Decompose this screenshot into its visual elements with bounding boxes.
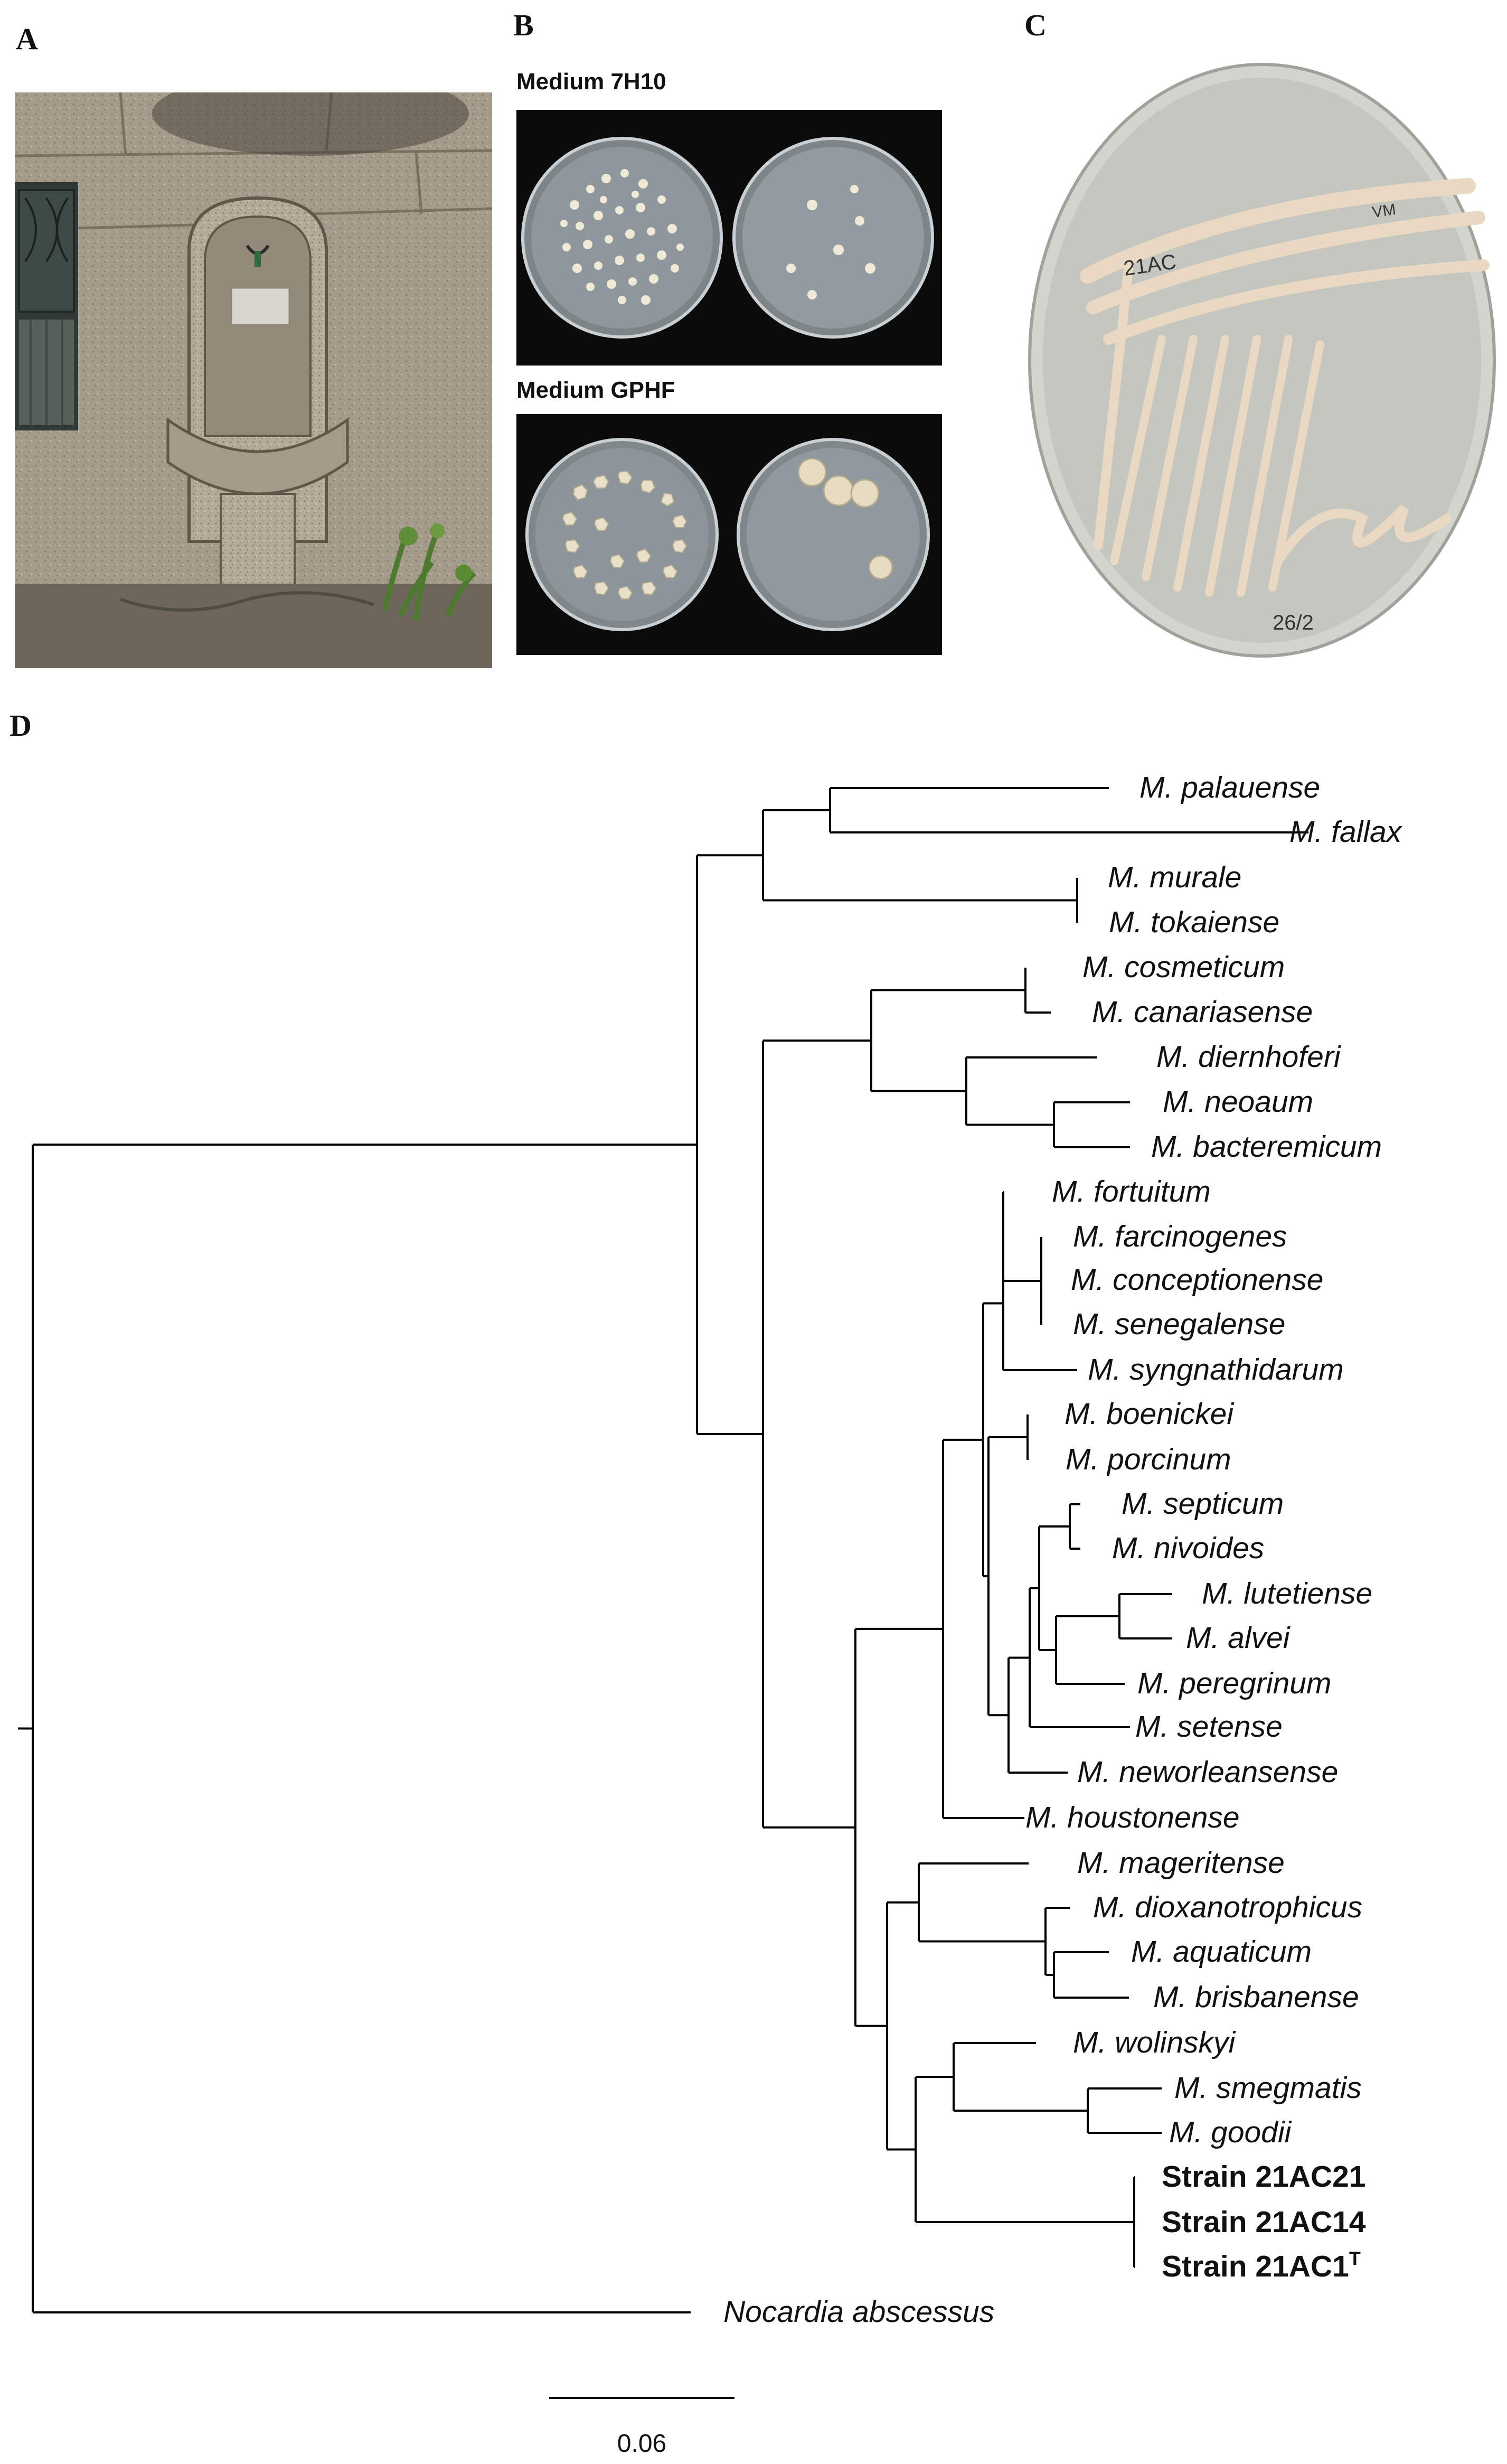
taxon-label: M. neworleansense xyxy=(1077,1755,1338,1789)
taxon-label: M. goodii xyxy=(1169,2115,1292,2149)
taxon-label: M. houstonense xyxy=(1025,1801,1240,1834)
taxon-label: M. cosmeticum xyxy=(1082,950,1285,984)
taxon-label: M. alvei xyxy=(1186,1621,1291,1655)
panel-label-d: D xyxy=(10,708,32,743)
taxon-label: M. dioxanotrophicus xyxy=(1093,1890,1362,1924)
taxon-label: M. lutetiense xyxy=(1202,1577,1372,1610)
streak-plate-photo: 21AC VM 26/2 xyxy=(1024,43,1500,661)
medium-gphf-label: Medium GPHF xyxy=(516,377,675,403)
plates-7h10-illustration xyxy=(516,110,942,366)
scale-bar-label: 0.06 xyxy=(617,2430,666,2458)
taxon-label: M. wolinskyi xyxy=(1073,2026,1236,2059)
taxon-label: M. palauense xyxy=(1139,771,1320,804)
taxon-label: M. setense xyxy=(1135,1710,1283,1744)
streak-plate-illustration: 21AC VM 26/2 xyxy=(1024,43,1500,661)
tree-branches xyxy=(18,787,1308,2313)
taxon-label: M. conceptionense xyxy=(1071,1263,1323,1297)
taxon-label: M. fallax xyxy=(1289,815,1403,849)
taxon-label: M. bacteremicum xyxy=(1151,1130,1382,1164)
taxon-label: M. tokaiense xyxy=(1109,905,1279,939)
plate-mark-vm: VM xyxy=(1371,201,1397,221)
taxon-label: M. brisbanense xyxy=(1153,1980,1359,2014)
taxon-label: M. nivoides xyxy=(1112,1531,1264,1565)
taxon-labels: M. palauense M. fallax M. murale M. tokaien… xyxy=(723,771,1403,2329)
fountain-photo xyxy=(15,92,492,668)
taxon-label: M. fortuitum xyxy=(1052,1175,1211,1208)
taxon-label: M. mageritense xyxy=(1077,1846,1285,1880)
plates-gphf-photo xyxy=(516,414,942,655)
taxon-label: Nocardia abscessus xyxy=(723,2295,994,2329)
taxon-label: M. syngnathidarum xyxy=(1088,1353,1344,1386)
panel-label-a: A xyxy=(16,22,38,56)
taxon-label: M. murale xyxy=(1108,860,1241,894)
panel-label-c: C xyxy=(1024,8,1047,42)
plates-7h10-photo xyxy=(516,110,942,366)
medium-7h10-label: Medium 7H10 xyxy=(516,69,666,95)
taxon-label: M. aquaticum xyxy=(1131,1935,1312,1969)
phylogenetic-tree: M. palauense M. fallax M. murale M. tokaien… xyxy=(18,771,1403,2458)
taxon-label: M. neoaum xyxy=(1163,1085,1313,1119)
taxon-superscript: T xyxy=(1349,2247,1361,2269)
plates-gphf-illustration xyxy=(516,414,942,655)
taxon-label: M. septicum xyxy=(1122,1487,1284,1521)
taxon-label: Strain 21AC21 xyxy=(1162,2160,1366,2194)
taxon-label: M. peregrinum xyxy=(1137,1666,1331,1700)
taxon-label: Strain 21AC1T xyxy=(1162,2247,1361,2283)
taxon-label: M. boenickei xyxy=(1065,1397,1234,1431)
taxon-label: M. farcinogenes xyxy=(1073,1220,1287,1253)
taxon-label: Strain 21AC14 xyxy=(1162,2205,1366,2239)
taxon-label: M. diernhoferi xyxy=(1156,1040,1341,1074)
taxon-label: M. senegalense xyxy=(1073,1307,1285,1341)
plate-mark-date: 26/2 xyxy=(1273,611,1314,634)
taxon-label: M. canariasense xyxy=(1092,995,1313,1029)
taxon-label: M. smegmatis xyxy=(1174,2071,1362,2105)
fountain-illustration xyxy=(15,92,492,668)
panel-label-b: B xyxy=(513,8,534,42)
taxon-label: M. porcinum xyxy=(1066,1442,1231,1476)
